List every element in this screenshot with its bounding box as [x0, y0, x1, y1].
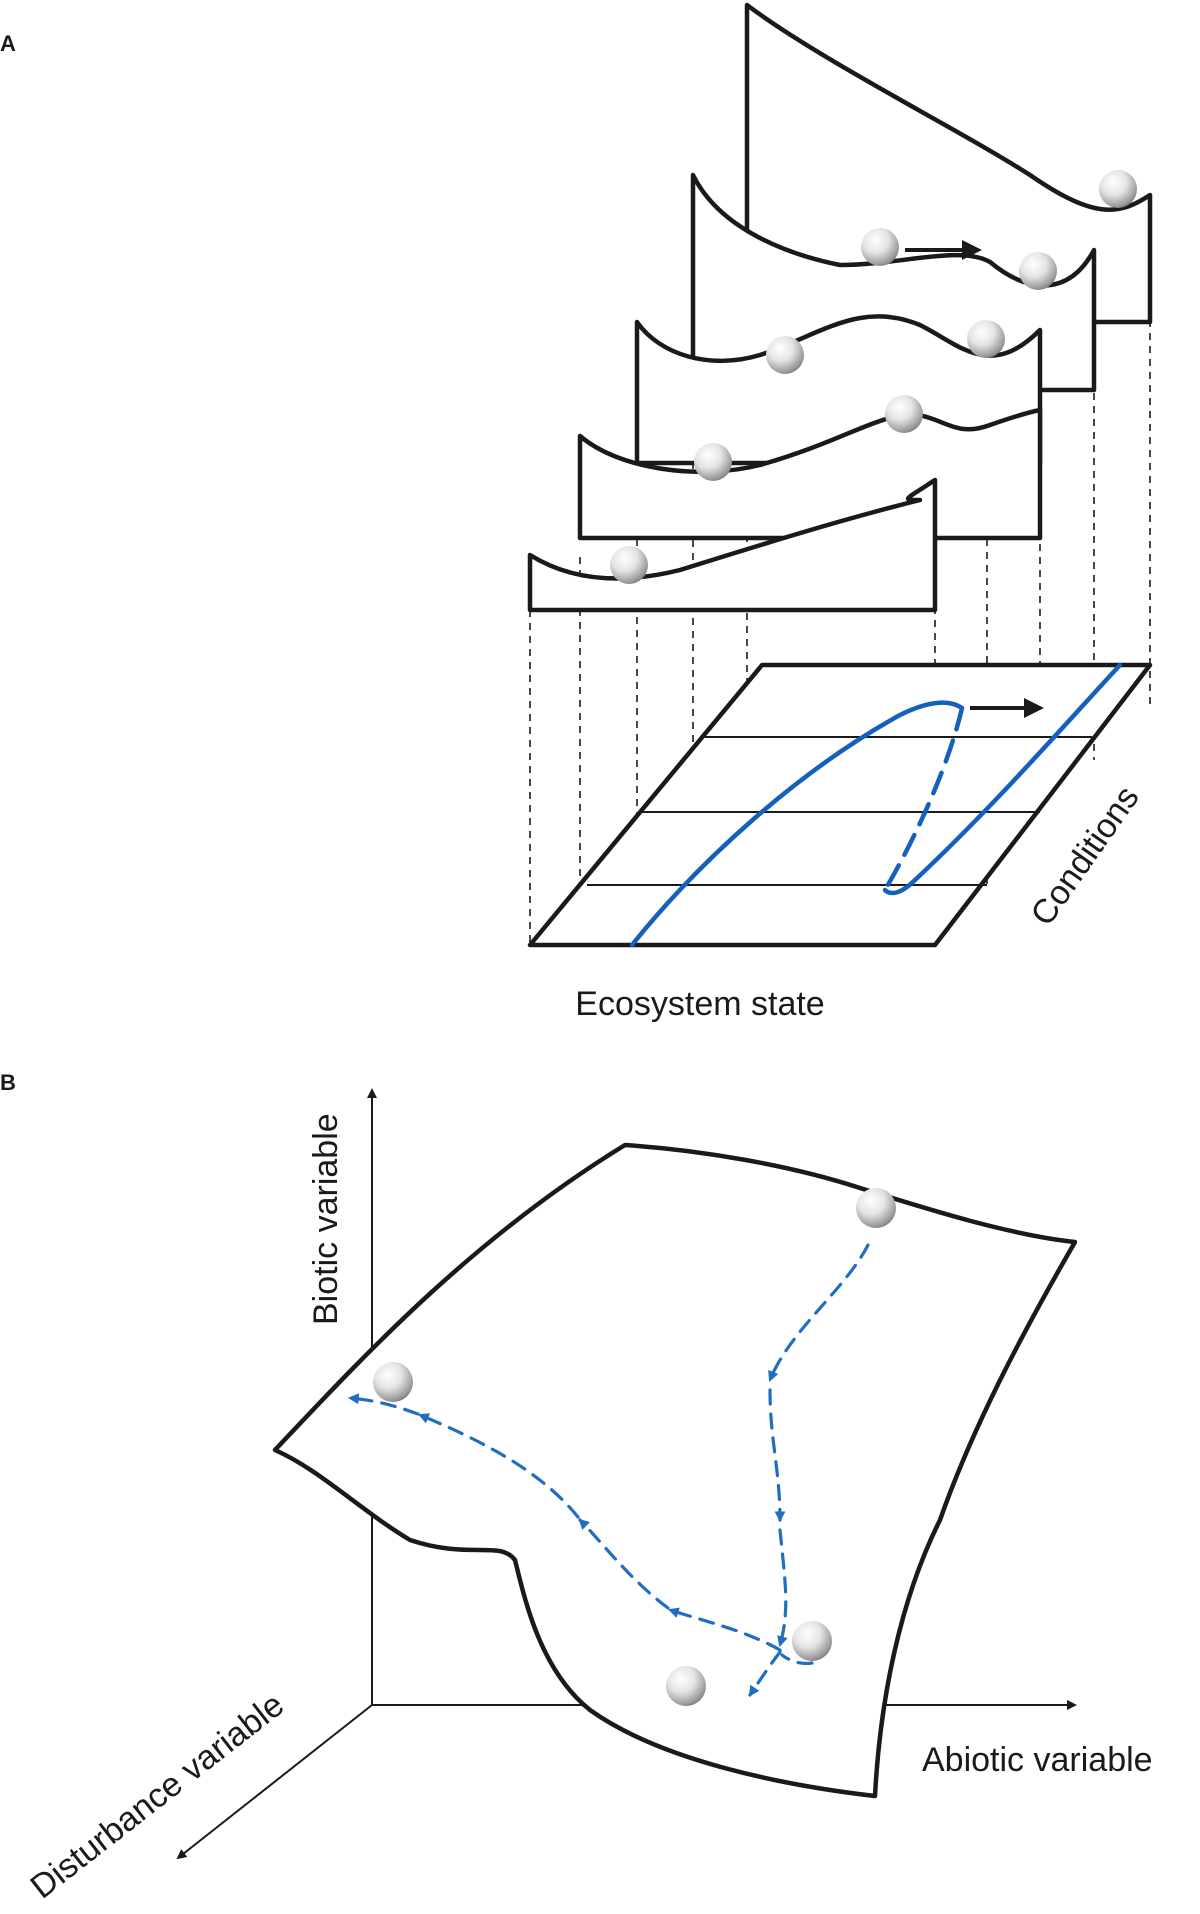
ball	[1099, 170, 1137, 208]
ball	[1019, 252, 1057, 290]
panel-a: A	[0, 2, 1153, 1023]
panel-b: B Biotic variable Abiotic variabl	[0, 1070, 1153, 1906]
ball	[967, 320, 1005, 358]
ball	[373, 1362, 413, 1402]
ball	[694, 443, 732, 481]
landscape-surface	[272, 1142, 1078, 1799]
trajectory-arrow	[780, 1653, 814, 1666]
landscape-panel-1	[527, 477, 938, 613]
ball	[610, 546, 648, 584]
ball	[885, 395, 923, 433]
ball	[792, 1621, 832, 1661]
disturbance-variable-label: Disturbance variable	[24, 1686, 292, 1907]
trajectory-arrow	[667, 1607, 782, 1652]
panel-b-letter: B	[0, 1070, 16, 1095]
trajectory-arrow	[347, 1393, 420, 1416]
abiotic-variable-label: Abiotic variable	[922, 1741, 1153, 1779]
ball	[856, 1188, 896, 1228]
stable-branch-lower	[629, 700, 965, 948]
unstable-branch	[882, 705, 965, 893]
stable-branch-upper	[882, 662, 1123, 896]
trajectory-arrow	[748, 1650, 782, 1697]
ball	[666, 1666, 706, 1706]
state-condition-plane	[527, 662, 1153, 948]
ball	[766, 336, 804, 374]
disturbance-axis	[176, 1704, 373, 1860]
biotic-variable-label: Biotic variable	[307, 1113, 345, 1325]
trajectories	[347, 1243, 870, 1697]
ecosystem-state-label: Ecosystem state	[575, 985, 824, 1023]
ball	[861, 228, 899, 266]
landscape-panel-5	[744, 2, 1153, 325]
trajectory-arrow	[417, 1413, 580, 1519]
trajectory-arrow	[777, 1528, 788, 1648]
panel-a-letter: A	[0, 31, 16, 56]
trajectory-arrow	[768, 1243, 870, 1383]
